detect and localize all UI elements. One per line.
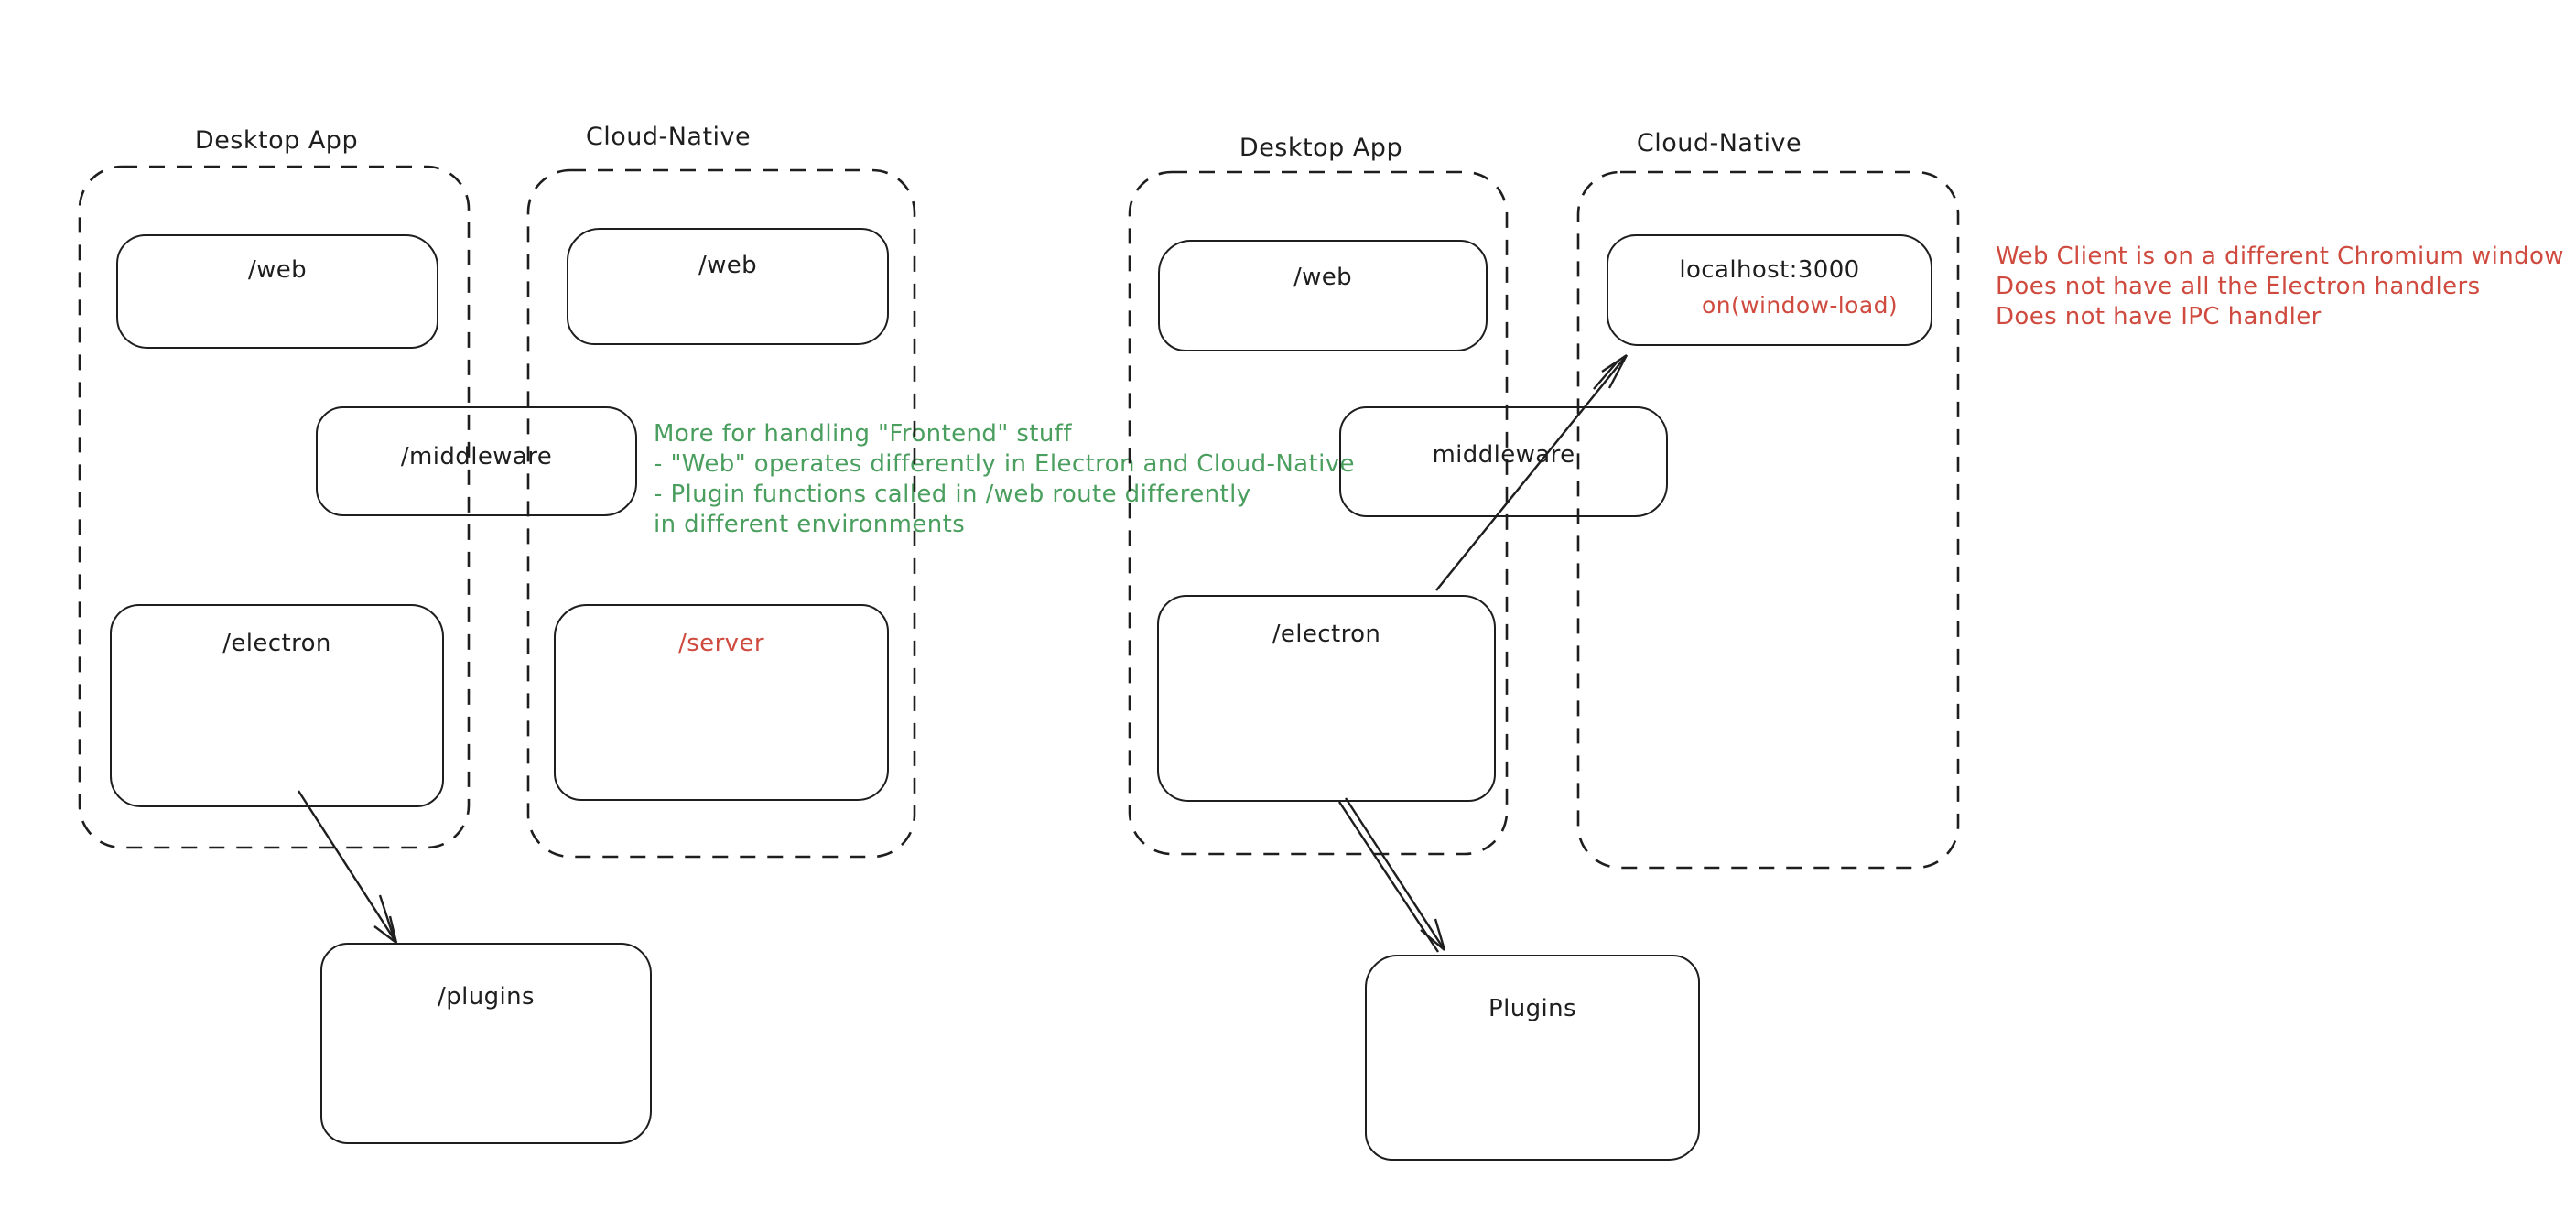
arrow-electron-to-plugins-right[interactable] — [1337, 797, 1446, 953]
left-cloud-web-label: /web — [698, 252, 758, 279]
left-plugins-box[interactable]: /plugins — [320, 943, 652, 1144]
left-cloud-group-title[interactable]: Cloud-Native — [585, 123, 752, 151]
left-middleware-box[interactable]: /middleware — [316, 406, 637, 516]
left-server-label: /server — [678, 630, 764, 657]
right-localhost-event-label: on(window-load) — [1702, 292, 1898, 319]
arrow-electron-to-plugins-left[interactable] — [297, 790, 398, 944]
right-middleware-box[interactable]: middleware — [1339, 406, 1668, 517]
left-cloud-web-box[interactable]: /web — [567, 228, 889, 345]
right-electron-label: /electron — [1272, 621, 1381, 648]
left-desktop-web-label: /web — [247, 256, 308, 284]
left-server-box[interactable]: /server — [554, 604, 889, 801]
right-electron-box[interactable]: /electron — [1157, 595, 1496, 802]
right-red-note[interactable]: Web Client is on a different Chromium wi… — [1996, 242, 2564, 332]
right-desktop-web-label: /web — [1293, 264, 1353, 291]
left-electron-label: /electron — [222, 630, 331, 657]
right-desktop-group-title[interactable]: Desktop App — [1239, 134, 1403, 162]
right-plugins-box[interactable]: Plugins — [1365, 955, 1700, 1161]
left-middleware-label: /middleware — [400, 443, 553, 470]
left-electron-box[interactable]: /electron — [110, 604, 444, 807]
left-desktop-web-box[interactable]: /web — [116, 234, 438, 349]
green-note-line: in different environments — [654, 511, 966, 538]
right-cloud-group-title[interactable]: Cloud-Native — [1636, 129, 1802, 157]
red-note-line: Web Client is on a different Chromium wi… — [1996, 243, 2564, 270]
red-note-line: Does not have all the Electron handlers — [1996, 273, 2481, 300]
right-desktop-web-box[interactable]: /web — [1158, 240, 1488, 351]
right-plugins-label: Plugins — [1488, 995, 1576, 1022]
left-plugins-label: /plugins — [438, 983, 535, 1010]
left-green-note[interactable]: More for handling "Frontend" stuff - "We… — [654, 419, 1355, 540]
red-note-line: Does not have IPC handler — [1996, 303, 2322, 330]
left-desktop-group-title[interactable]: Desktop App — [194, 126, 359, 155]
green-note-line: - "Web" operates differently in Electron… — [654, 450, 1355, 478]
green-note-line: More for handling "Frontend" stuff — [654, 420, 1072, 448]
right-middleware-label: middleware — [1432, 441, 1575, 469]
right-localhost-box[interactable]: localhost:3000 on(window-load) — [1607, 234, 1932, 346]
right-localhost-title: localhost:3000 — [1679, 256, 1860, 284]
green-note-line: - Plugin functions called in /web route … — [654, 481, 1251, 508]
